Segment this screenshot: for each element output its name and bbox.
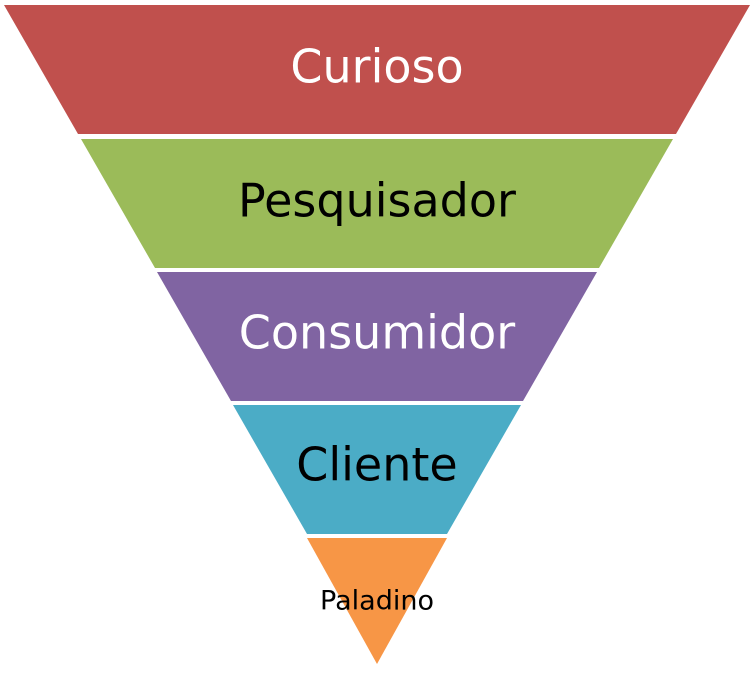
stage-cliente-band: [233, 405, 521, 534]
stage-curioso-label: Curioso: [290, 40, 463, 94]
stage-paladino-label: Paladino: [320, 586, 434, 617]
stage-paladino: Paladino: [307, 538, 447, 664]
stage-pesquisador-band: [81, 139, 673, 268]
stage-curioso: Curioso: [4, 5, 750, 134]
stage-cliente-label: Cliente: [296, 438, 457, 492]
stage-consumidor-band: [157, 272, 597, 401]
stage-consumidor-label: Consumidor: [239, 306, 515, 360]
stage-pesquisador-label: Pesquisador: [238, 174, 516, 228]
stage-cliente: Cliente: [233, 405, 521, 534]
stage-pesquisador: Pesquisador: [81, 139, 673, 268]
stage-curioso-band: [4, 5, 750, 134]
stage-paladino-band: [307, 538, 447, 664]
stage-consumidor: Consumidor: [157, 272, 597, 401]
